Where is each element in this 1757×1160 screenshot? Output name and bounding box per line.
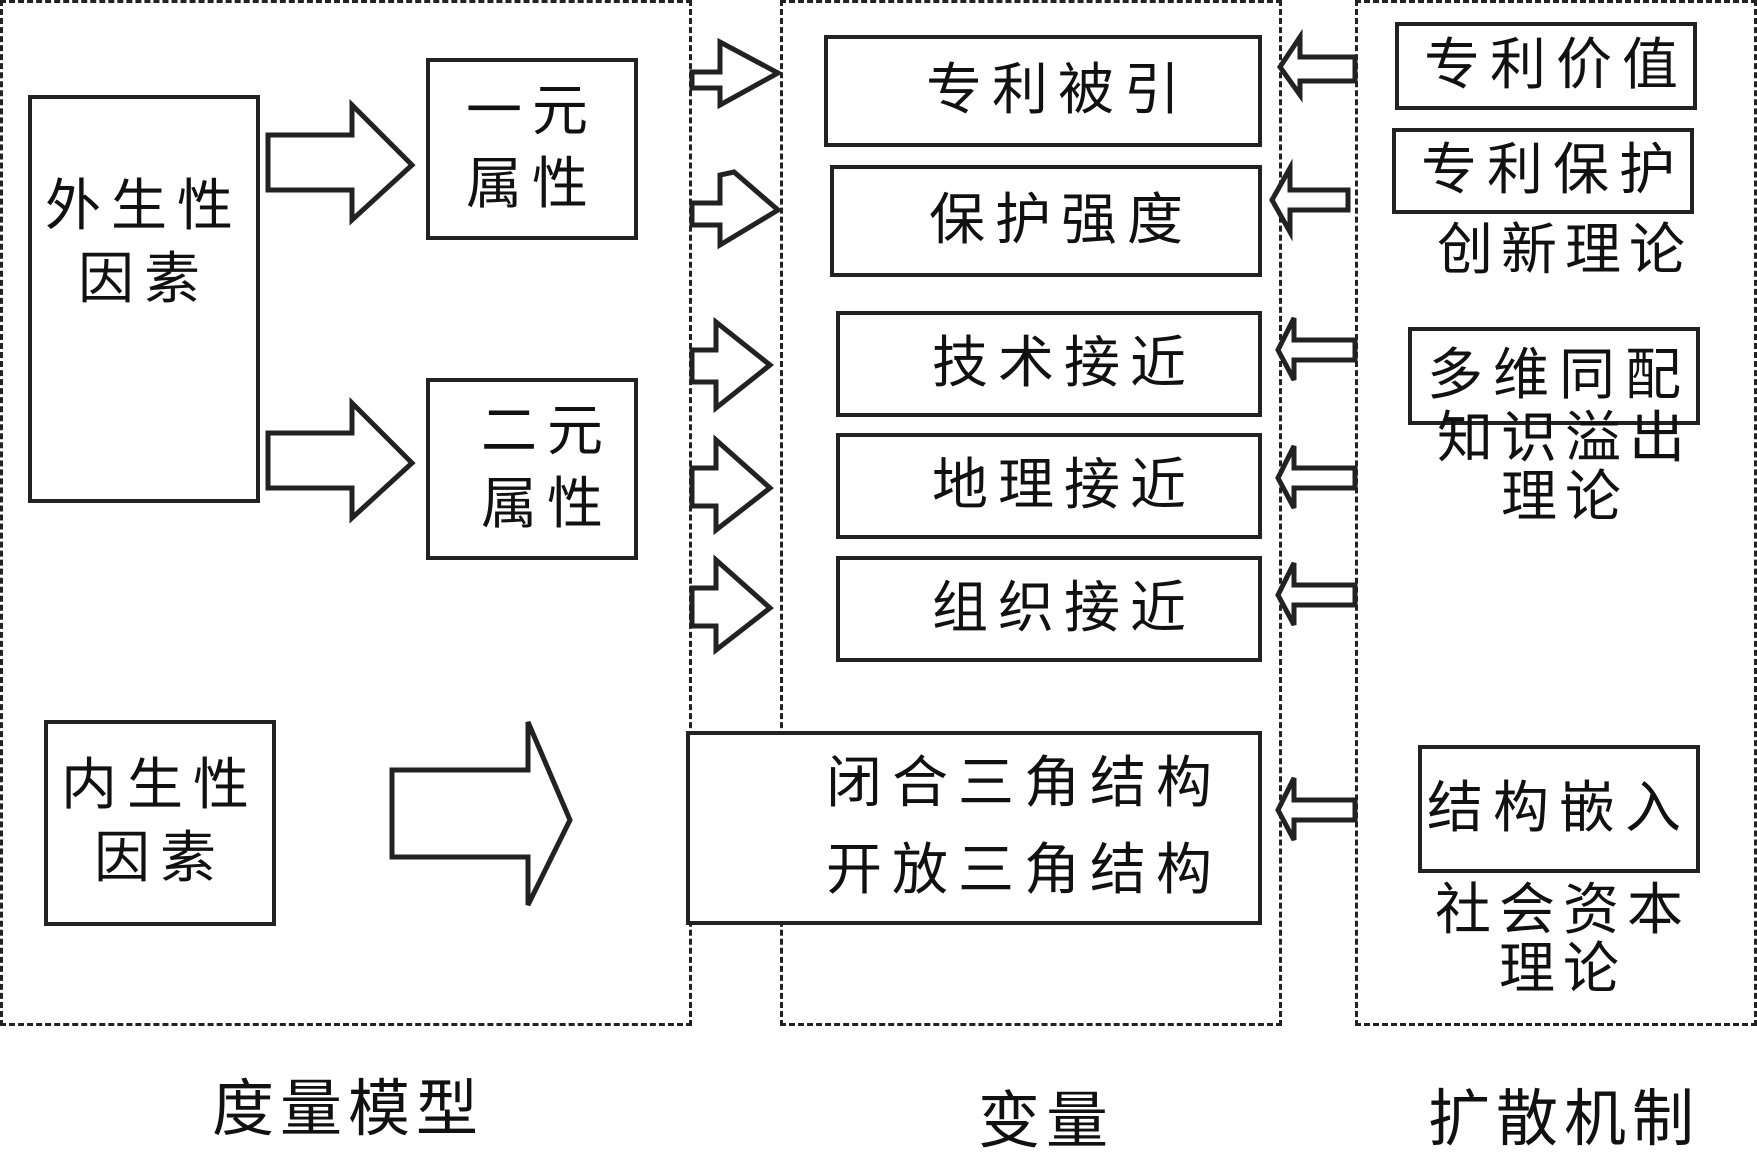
caption-variables: 变量 bbox=[978, 1084, 1115, 1157]
social-capital-theory-label: 社会资本 理论 bbox=[1435, 878, 1691, 1002]
arrow-from-homophily-to-geo bbox=[1275, 444, 1358, 510]
variable-patent-citation: 专利被引 bbox=[824, 35, 1262, 147]
arrow-to-tech-proximity bbox=[689, 316, 775, 414]
arrow-from-innovation-to-tech bbox=[1275, 316, 1358, 382]
arrow-from-homophily-to-org bbox=[1275, 561, 1358, 627]
caption-diffusion-mechanism: 扩散机制 bbox=[1428, 1082, 1701, 1155]
arrow-endogenous-to-structures bbox=[389, 721, 573, 907]
binary-attribute-label: 二元 属性 bbox=[481, 399, 613, 537]
region-variables bbox=[780, 0, 1282, 1026]
arrow-to-geo-proximity bbox=[689, 434, 774, 536]
triangle-structures-box: 闭合三角结构 开放三角结构 bbox=[686, 731, 1262, 925]
variable-geo-proximity: 地理接近 bbox=[836, 433, 1262, 539]
arrow-from-patent-value bbox=[1276, 28, 1358, 103]
innovation-theory-label: 创新理论 bbox=[1437, 218, 1693, 283]
endogenous-factors-label: 内生性 因素 bbox=[61, 753, 259, 891]
arrow-to-patent-citation bbox=[689, 37, 784, 110]
multidim-homophily-box: 多维同配 bbox=[1408, 327, 1700, 425]
structural-embedding-label: 结构嵌入 bbox=[1427, 775, 1691, 841]
variable-label: 地理接近 bbox=[932, 452, 1196, 518]
structural-embedding-box: 结构嵌入 bbox=[1418, 745, 1700, 873]
patent-protection-box: 专利保护 bbox=[1392, 128, 1694, 214]
multidim-homophily-label: 多维同配 bbox=[1427, 342, 1691, 408]
region-diffusion-mechanism bbox=[1355, 0, 1757, 1026]
region-measurement-model bbox=[0, 0, 692, 1026]
patent-value-label: 专利价值 bbox=[1424, 32, 1688, 98]
variable-label: 组织接近 bbox=[932, 575, 1196, 641]
caption-measurement-model: 度量模型 bbox=[212, 1072, 485, 1145]
variable-label: 专利被引 bbox=[926, 57, 1190, 123]
arrow-to-protection-strength bbox=[689, 169, 783, 250]
binary-attribute-box: 二元 属性 bbox=[426, 378, 638, 560]
variable-label: 技术接近 bbox=[932, 330, 1196, 396]
unary-attribute-label: 一元 属性 bbox=[466, 79, 598, 217]
exogenous-factors-label: 外生性 因素 bbox=[45, 174, 243, 312]
knowledge-spillover-theory-label: 知识溢出 理论 bbox=[1437, 406, 1693, 530]
variable-label: 保护强度 bbox=[929, 187, 1193, 253]
unary-attribute-box: 一元 属性 bbox=[426, 58, 638, 240]
endogenous-factors-box: 内生性 因素 bbox=[44, 720, 276, 926]
triangle-structures-label: 闭合三角结构 开放三角结构 bbox=[826, 751, 1222, 903]
arrow-from-patent-protection bbox=[1269, 158, 1351, 242]
arrow-exogenous-to-binary bbox=[265, 396, 416, 524]
exogenous-factors-box: 外生性 因素 bbox=[28, 95, 260, 503]
variable-tech-proximity: 技术接近 bbox=[836, 311, 1262, 417]
variable-protection-strength: 保护强度 bbox=[830, 165, 1262, 277]
arrow-from-structural-embedding bbox=[1275, 776, 1358, 842]
arrow-exogenous-to-unary bbox=[265, 98, 416, 226]
patent-value-box: 专利价值 bbox=[1395, 22, 1697, 110]
variable-org-proximity: 组织接近 bbox=[836, 556, 1262, 662]
arrow-to-org-proximity bbox=[689, 554, 774, 656]
patent-protection-label: 专利保护 bbox=[1421, 137, 1685, 203]
